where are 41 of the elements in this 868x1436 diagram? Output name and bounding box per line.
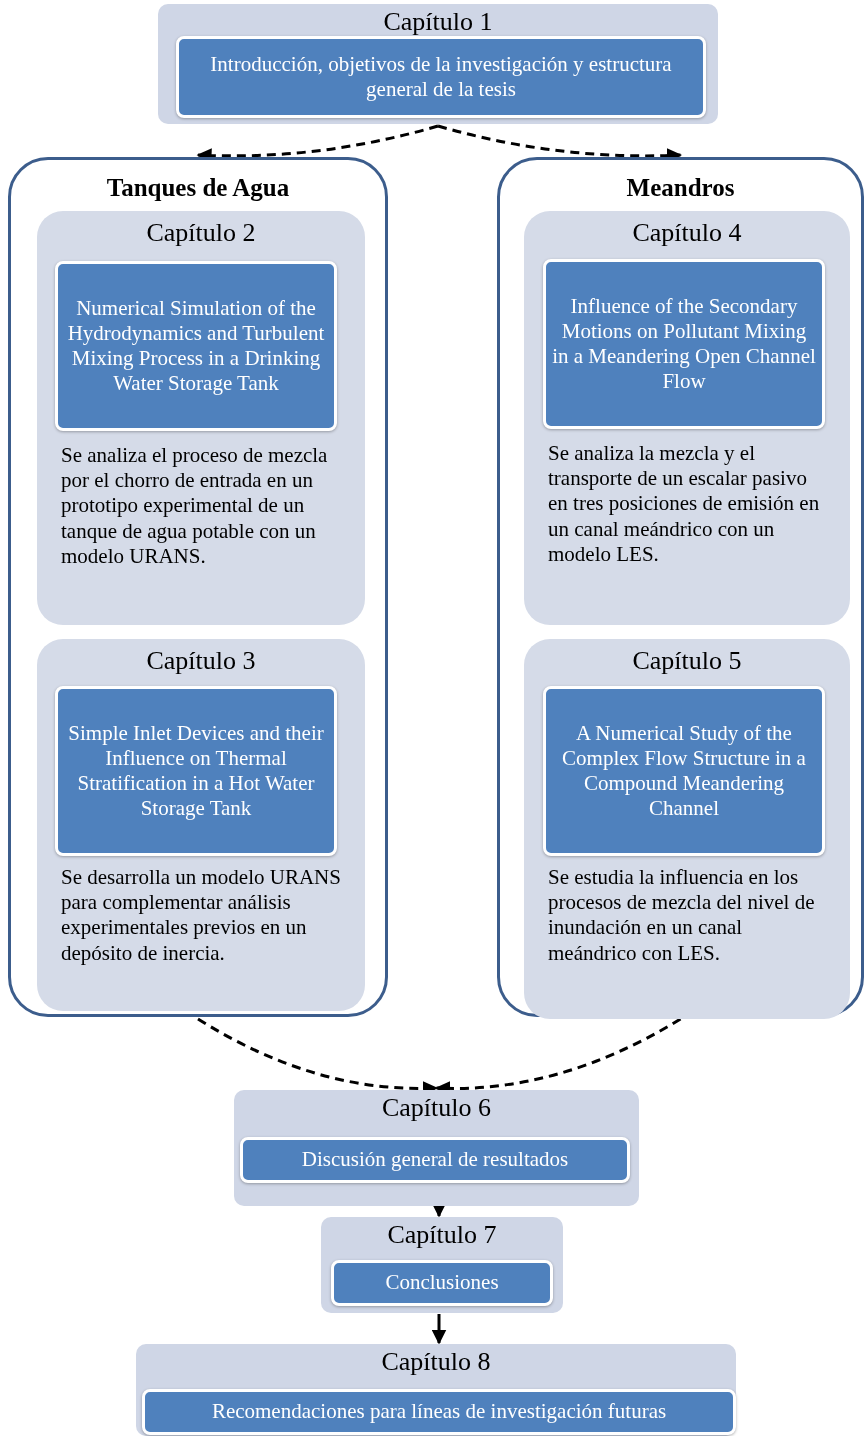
chapter-panel [37, 639, 365, 1011]
title-text: Discusión general de resultados [301, 1147, 569, 1173]
chapter-heading: Capítulo 1 [382, 8, 494, 37]
chapter-heading: Meandros [625, 174, 736, 202]
title-text: Simple Inlet Devices and their Influence on Thermal Stratification in a Hot Water Storage Tank [67, 720, 325, 822]
title-box [55, 686, 337, 856]
title-text: Recomendaciones para líneas de investigación futuras [211, 1399, 667, 1425]
chapter-heading: Capítulo 5 [631, 647, 743, 676]
chapter-panel [136, 1344, 736, 1436]
title-box [176, 36, 706, 118]
chapter-heading: Capítulo 3 [145, 647, 257, 676]
description-text: Se analiza la mezcla y el transporte de un escalar pasivo en tres posiciones de emisión en un canal meándrico con un modelo LES. [548, 441, 821, 567]
title-box [55, 261, 337, 431]
chapter-panel [321, 1217, 563, 1313]
chapter-heading: Capítulo 2 [145, 219, 257, 248]
arrow [431, 1314, 447, 1345]
chapter-panel [158, 4, 718, 124]
chapter-heading: Capítulo 6 [380, 1094, 493, 1123]
title-text: Influence of the Secondary Motions on Pollutant Mixing in a Meandering Open Channel Flow [552, 293, 816, 395]
title-box [331, 1260, 553, 1306]
description-text: Se analiza el proceso de mezcla por el chorro de entrada en un prototipo experimental de un tanque de agua potable con un modelo URANS. [61, 443, 329, 569]
title-text: Conclusiones [385, 1270, 499, 1296]
title-box [240, 1137, 630, 1183]
chapter-panel [234, 1090, 639, 1206]
group-container [8, 157, 388, 1017]
chapter-heading: Capítulo 8 [380, 1348, 492, 1377]
title-text: A Numerical Study of the Complex Flow Structure in a Compound Meandering Channel [561, 720, 807, 822]
title-box [543, 259, 825, 429]
chapter-heading: Capítulo 7 [386, 1221, 498, 1250]
chapter-heading: Capítulo 4 [631, 219, 743, 248]
chapter-panel [524, 639, 850, 1019]
title-text: Introducción, objetivos de la investigación y estructura general de la tesis [209, 51, 673, 103]
group-container [497, 157, 864, 1017]
description-text: Se desarrolla un modelo URANS para complementar análisis experimentales previos en un depósito de inercia. [61, 865, 342, 966]
title-text: Numerical Simulation of the Hydrodynamics and Turbulent Mixing Process in a Drinking Water Storage Tank [66, 295, 326, 397]
chapter-panel [37, 211, 365, 625]
title-box [543, 686, 825, 856]
chapter-panel [524, 211, 850, 625]
description-text: Se estudia la influencia en los procesos de mezcla del nivel de inundación en un canal meándrico con LES. [548, 865, 816, 966]
title-box [142, 1389, 736, 1435]
chapter-heading: Tanques de Agua [105, 174, 291, 202]
